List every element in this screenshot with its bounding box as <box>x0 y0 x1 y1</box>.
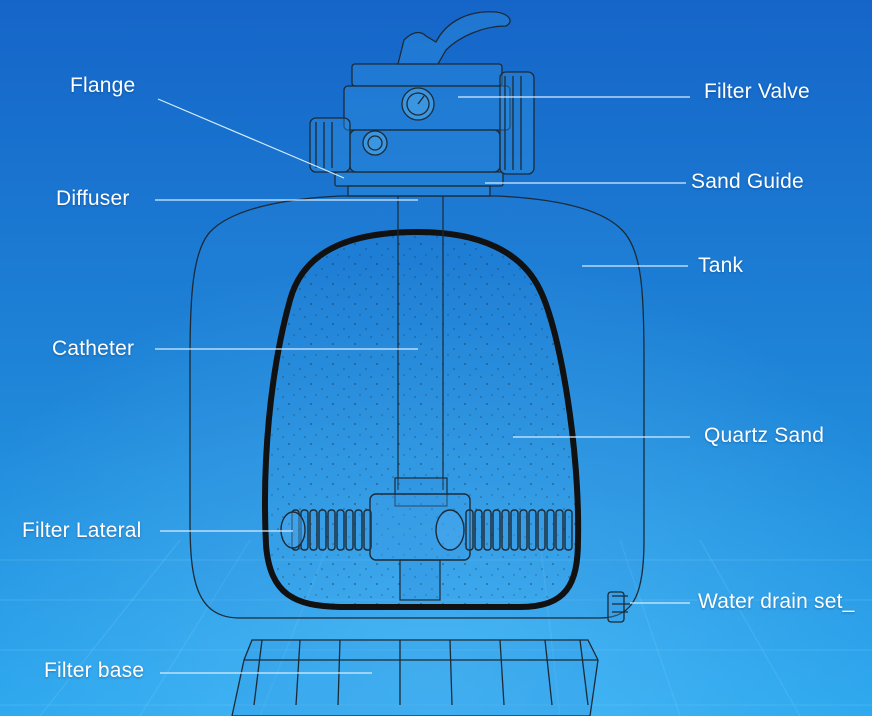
label-quartz-sand: Quartz Sand <box>704 424 825 447</box>
lateral-rib <box>363 509 372 551</box>
lateral-rib <box>501 509 510 551</box>
filter-base <box>231 639 599 716</box>
catheter <box>394 196 448 601</box>
label-flange: Flange <box>70 74 136 97</box>
lateral-rib <box>483 509 492 551</box>
flange <box>334 171 504 197</box>
lateral-rib <box>336 509 345 551</box>
label-catheter: Catheter <box>52 337 135 360</box>
lateral-rib <box>327 509 336 551</box>
label-sand-guide: Sand Guide <box>691 170 804 193</box>
lateral-rib <box>345 509 354 551</box>
lateral-rib <box>555 509 564 551</box>
lateral-rib <box>309 509 318 551</box>
lateral-rib <box>465 509 474 551</box>
label-diffuser: Diffuser <box>56 187 130 210</box>
lateral-rib <box>519 509 528 551</box>
label-filter-valve: Filter Valve <box>704 80 810 103</box>
leader-lines <box>155 96 690 674</box>
lateral-rib <box>492 509 501 551</box>
lateral-rib <box>318 509 327 551</box>
filter-valve <box>309 11 535 175</box>
label-water-drain-set: Water drain set_ <box>698 590 855 613</box>
lateral-rib <box>510 509 519 551</box>
lateral-rib <box>474 509 483 551</box>
label-filter-lateral: Filter Lateral <box>22 519 142 542</box>
water-drain-set <box>607 591 630 623</box>
lateral-rib <box>564 509 573 551</box>
leader-flange <box>157 98 345 179</box>
filter-laterals <box>280 493 573 561</box>
label-tank: Tank <box>698 254 744 277</box>
lateral-rib <box>537 509 546 551</box>
lateral-rib <box>528 509 537 551</box>
lateral-rib <box>354 509 363 551</box>
lateral-rib <box>546 509 555 551</box>
label-filter-base: Filter base <box>44 659 145 682</box>
